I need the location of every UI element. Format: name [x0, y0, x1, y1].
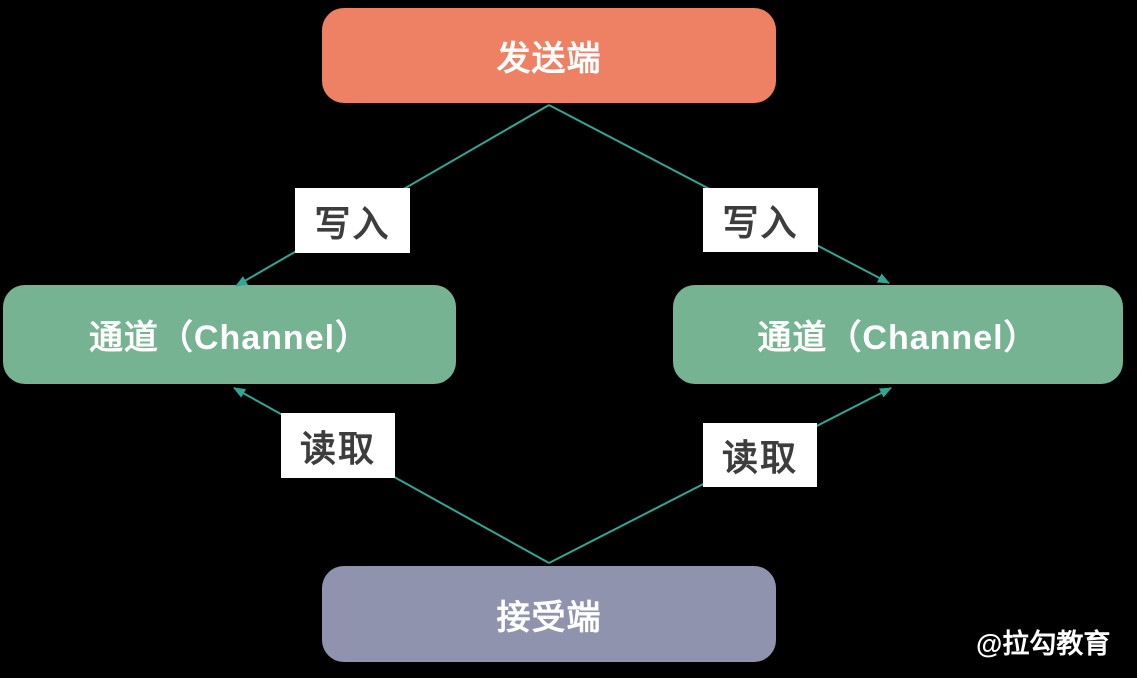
edge-label-read-left: 读取: [281, 413, 395, 478]
watermark: @拉勾教育: [976, 629, 1111, 659]
edge-label-read-right: 读取: [703, 423, 817, 487]
edge-label-write-left: 写入: [295, 188, 410, 253]
node-receiver: 接受端: [322, 566, 776, 662]
node-channel-right: 通道（Channel）: [673, 285, 1123, 384]
node-sender: 发送端: [322, 8, 776, 103]
edge-label-write-right: 写入: [703, 188, 818, 252]
node-channel-left: 通道（Channel）: [3, 285, 456, 384]
